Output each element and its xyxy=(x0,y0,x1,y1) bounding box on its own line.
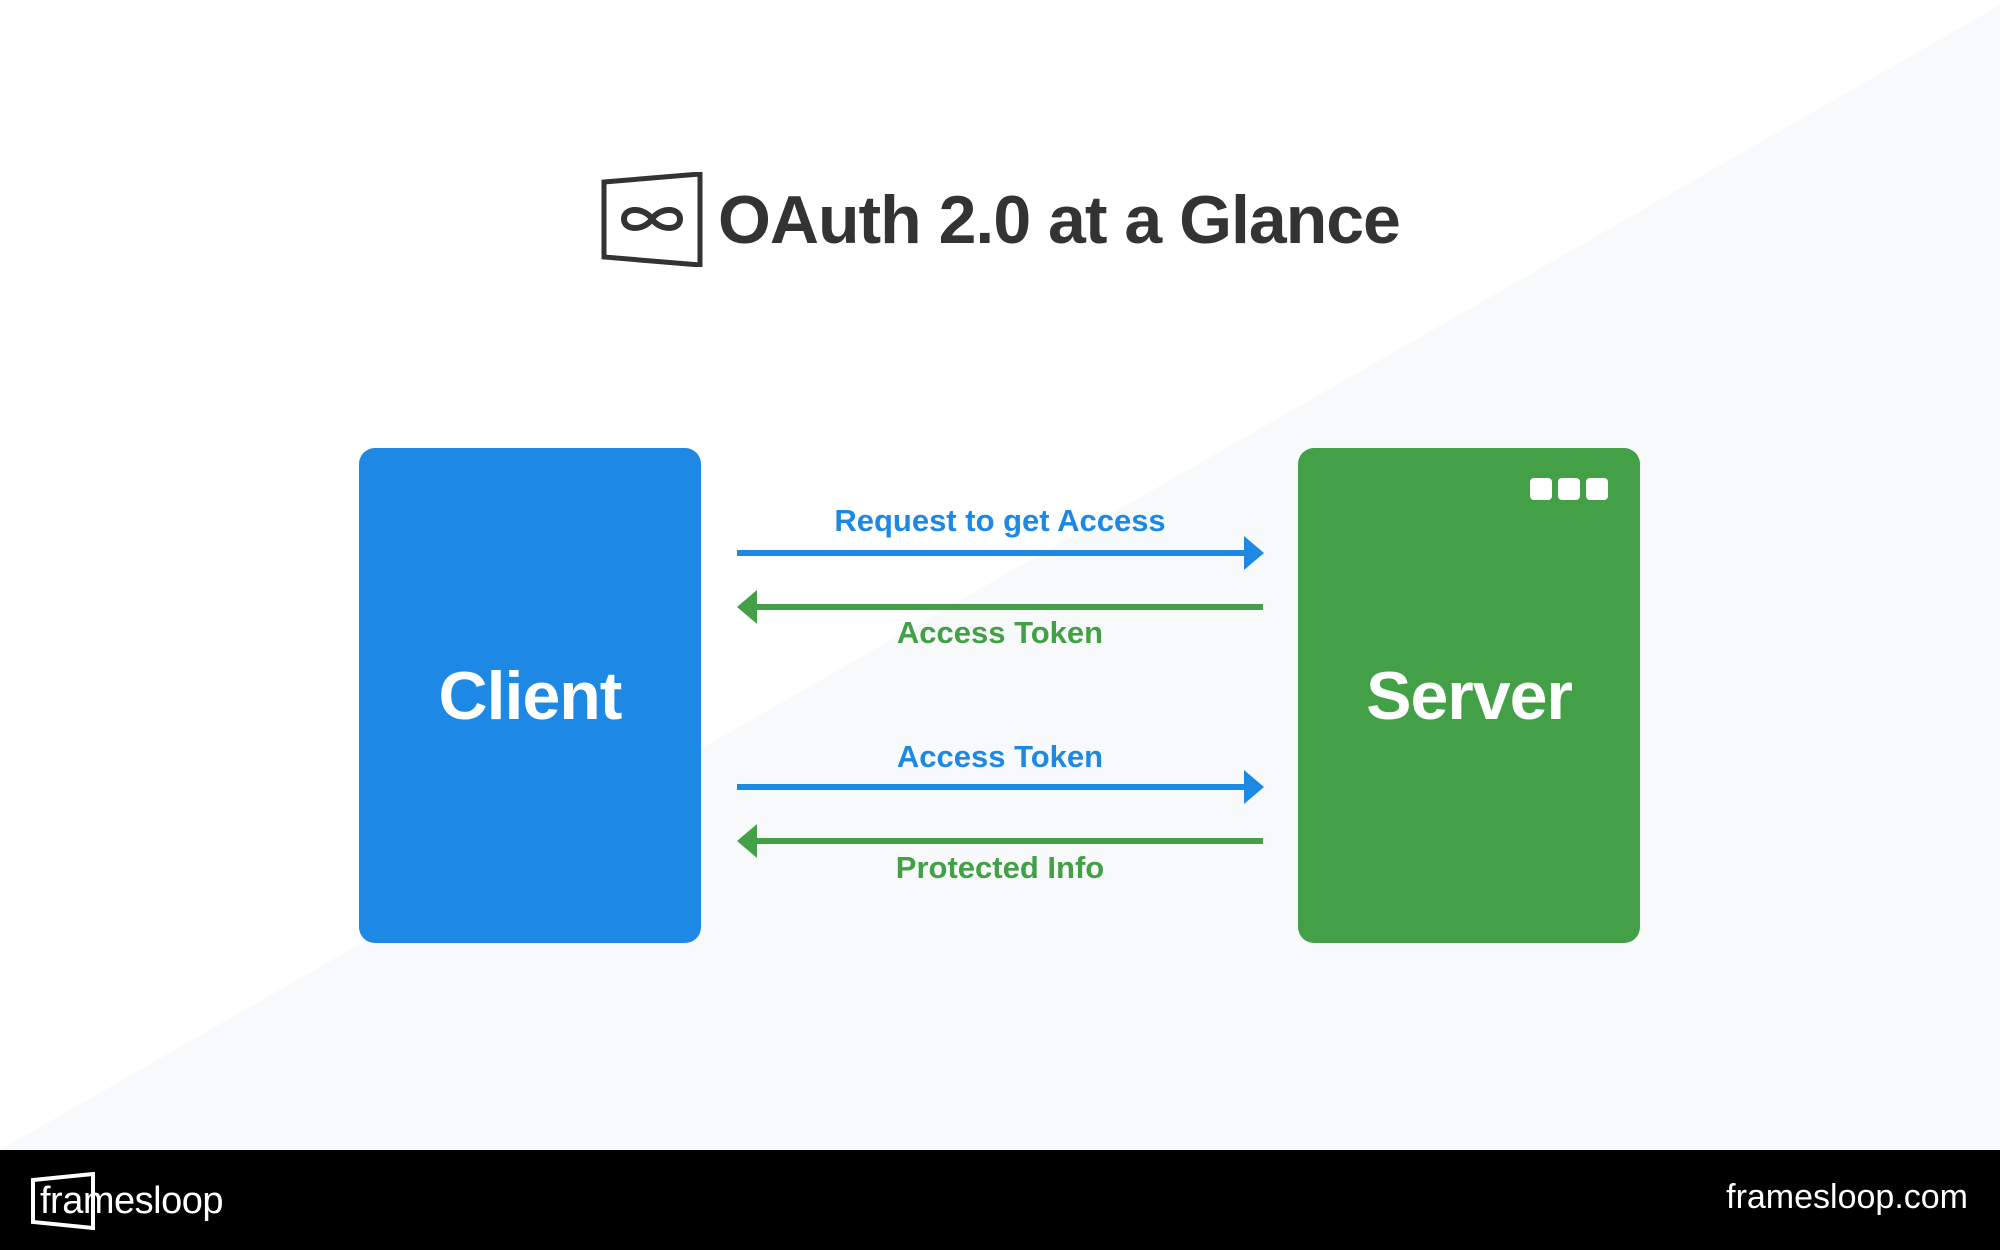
infinity-frame-logo-icon xyxy=(601,172,703,267)
arrow-access-token-request xyxy=(737,770,1264,804)
title-text: OAuth 2.0 at a Glance xyxy=(718,181,1401,258)
flow-label-protected-info: Protected Info xyxy=(895,850,1105,885)
diagram-title: OAuth 2.0 at a Glance xyxy=(600,172,1401,267)
arrow-protected-info xyxy=(737,824,1263,858)
footer-brand-logo: framesloop xyxy=(30,1172,223,1230)
arrow-access-token-response xyxy=(737,590,1263,624)
flow-arrows xyxy=(737,536,1264,858)
footer-bar: framesloop framesloop.com xyxy=(0,1150,2000,1250)
server-label: Server xyxy=(1366,657,1573,734)
window-dots-icon xyxy=(1530,478,1608,500)
client-box: Client xyxy=(359,448,701,943)
arrow-request-access xyxy=(737,536,1264,570)
frame-logo-icon xyxy=(31,1172,95,1230)
flow-label-request-access: Request to get Access xyxy=(834,503,1166,538)
server-box: Server xyxy=(1298,448,1640,943)
footer-brand-text: framesloop xyxy=(40,1179,223,1222)
client-label: Client xyxy=(438,657,623,734)
flow-label-access-token-response: Access Token xyxy=(896,615,1104,650)
footer-url: framesloop.com xyxy=(1726,1178,1968,1216)
flow-label-access-token-request: Access Token xyxy=(896,739,1104,774)
